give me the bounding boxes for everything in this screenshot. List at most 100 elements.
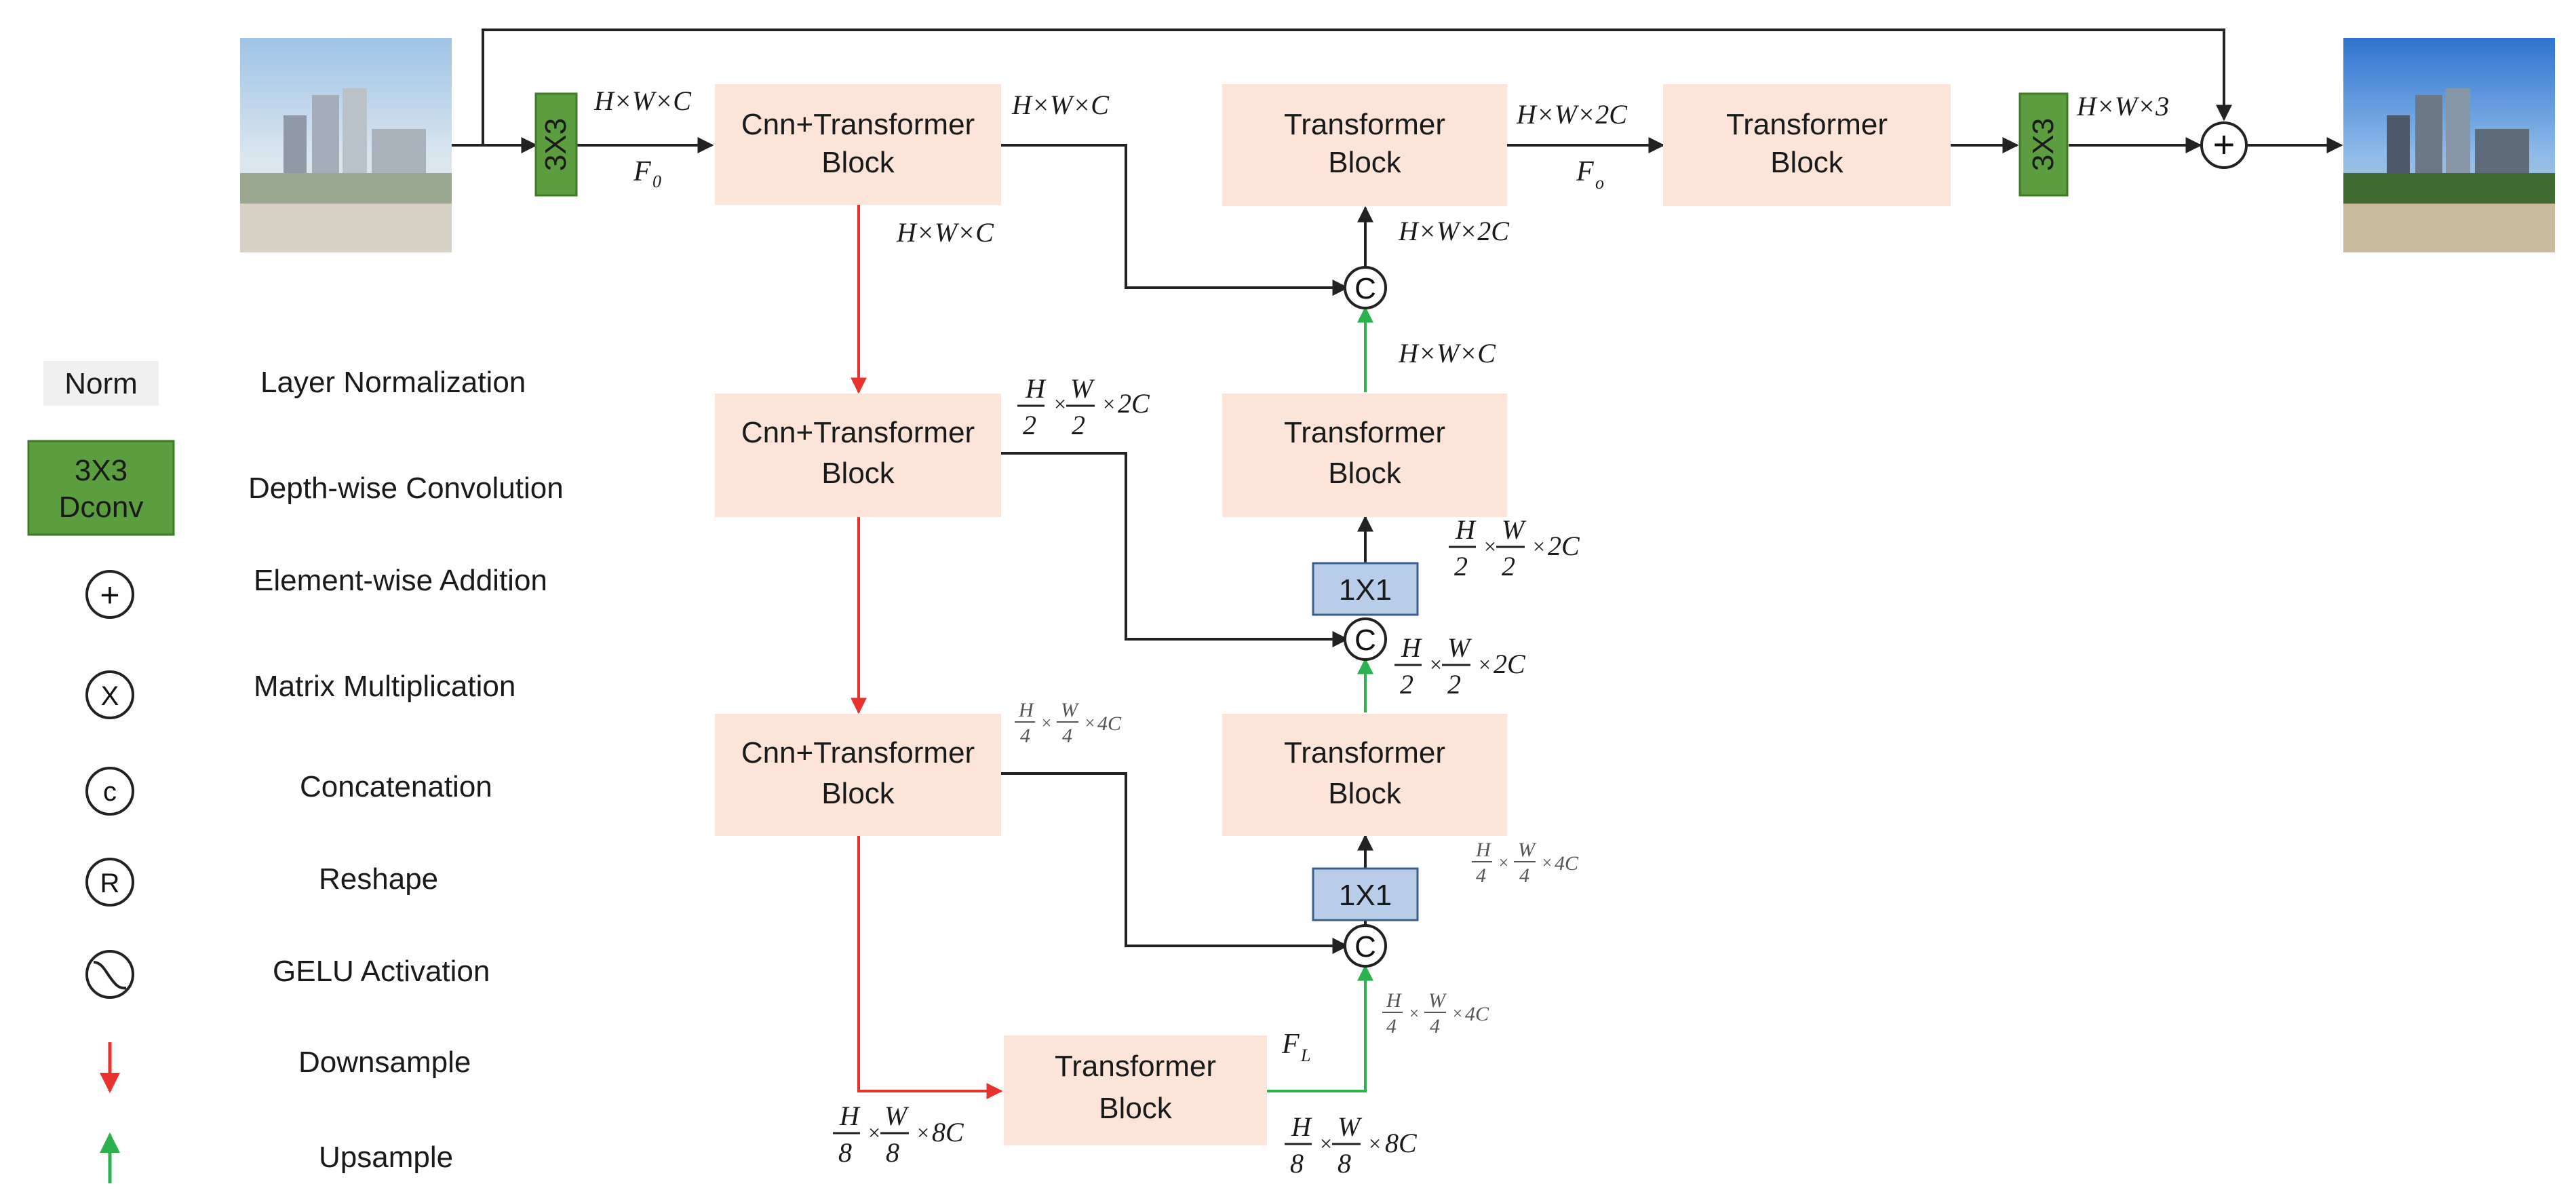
svg-text:4C: 4C (1555, 852, 1579, 875)
label-dec1-out: H×W×2C (1516, 99, 1628, 130)
concat-node-2-glyph: C (1354, 624, 1376, 657)
encoder-block-1: Cnn+Transformer Block (715, 84, 1001, 205)
svg-text:W: W (1447, 632, 1472, 663)
frac-enc3-right: H 4 × W 4 × 4C (1015, 699, 1122, 747)
decoder-block-3: Transformer Block (1222, 714, 1507, 836)
conv-1x1-3-label: 1X1 (1339, 879, 1392, 912)
bottleneck-block: Transformer Block (1004, 1035, 1267, 1145)
legend-dconv-symbol-1: 3X3 (75, 454, 128, 487)
encoder-block-3: Cnn+Transformer Block (715, 714, 1001, 836)
svg-text:H: H (1386, 989, 1403, 1012)
label-after-in-conv: H×W×C (593, 85, 692, 116)
svg-text:W: W (1518, 839, 1537, 861)
svg-text:2: 2 (1400, 669, 1413, 700)
frac-enc2-right: H 2 × W 2 × 2C (1017, 373, 1150, 440)
label-fo: F o (1576, 156, 1604, 193)
svg-text:0: 0 (652, 172, 661, 191)
decoder-block-1-line1: Transformer (1284, 108, 1445, 141)
svg-text:×: × (1053, 392, 1068, 416)
encoder-block-1-line1: Cnn+Transformer (741, 108, 975, 141)
svg-text:8: 8 (1338, 1148, 1351, 1179)
svg-text:W: W (1428, 989, 1447, 1012)
svg-text:2C: 2C (1548, 531, 1580, 561)
svg-text:H: H (1291, 1111, 1312, 1142)
legend-reshape-symbol: R (100, 869, 120, 898)
decoder-block-3-line2: Block (1328, 777, 1402, 810)
legend-dconv-symbol-2: Dconv (59, 491, 144, 524)
legend-down-label: Downsample (298, 1046, 471, 1079)
svg-text:2: 2 (1454, 551, 1468, 582)
svg-text:×: × (1101, 392, 1116, 416)
svg-text:2: 2 (1072, 410, 1085, 440)
svg-text:4: 4 (1020, 725, 1030, 747)
conv-1x1-2-label: 1X1 (1339, 573, 1392, 607)
refinement-block-line1: Transformer (1726, 108, 1888, 141)
decoder-block-2: Transformer Block (1222, 394, 1507, 517)
svg-text:8: 8 (886, 1137, 899, 1168)
conv-3x3-out: 3X3 (2018, 92, 2069, 197)
encoder-block-2: Cnn+Transformer Block (715, 394, 1001, 517)
conv-1x1-3: 1X1 (1312, 867, 1419, 921)
svg-text:×: × (1451, 1004, 1464, 1023)
decoder-block-3-line1: Transformer (1284, 736, 1445, 769)
svg-text:×: × (1040, 713, 1053, 733)
concat-node-2: C (1344, 617, 1387, 661)
svg-text:o: o (1595, 173, 1604, 193)
svg-text:2C: 2C (1118, 388, 1150, 419)
legend-reshape-label: Reshape (319, 862, 438, 896)
svg-text:×: × (1498, 853, 1510, 873)
legend-dconv-label: Depth-wise Convolution (248, 472, 564, 505)
svg-text:2: 2 (1023, 410, 1036, 440)
concat-node-1-glyph: C (1354, 272, 1376, 305)
label-dec2-out: H×W×C (1398, 338, 1496, 368)
svg-text:×: × (867, 1120, 882, 1145)
svg-text:H: H (1401, 632, 1422, 663)
svg-text:H: H (839, 1101, 861, 1131)
svg-text:L: L (1300, 1046, 1310, 1065)
connectors (452, 28, 2343, 1099)
svg-text:8C: 8C (932, 1117, 964, 1147)
svg-text:W: W (1338, 1111, 1363, 1142)
decoder-block-1-line2: Block (1328, 146, 1402, 179)
svg-text:4C: 4C (1465, 1003, 1489, 1025)
legend-matmul-label: Matrix Multiplication (254, 670, 515, 703)
svg-text:8C: 8C (1385, 1128, 1418, 1158)
legend-concat-symbol: c (103, 777, 117, 807)
encoder-block-1-line2: Block (821, 146, 895, 179)
frac-up-to-c3: H 4 × W 4 × 4C (1382, 989, 1489, 1037)
frac-c2-to-dec2: H 2 × W 2 × 2C (1394, 632, 1526, 700)
legend-matmul: X Matrix Multiplication (85, 670, 515, 719)
svg-text:4C: 4C (1097, 712, 1122, 735)
encoder-block-3-line1: Cnn+Transformer (741, 736, 975, 769)
svg-text:×: × (1084, 713, 1096, 733)
conv-3x3-in: 3X3 (534, 92, 578, 197)
svg-text:×: × (1541, 853, 1553, 873)
svg-text:H: H (1455, 514, 1477, 545)
svg-text:W: W (1502, 514, 1527, 545)
label-fl: F L (1281, 1029, 1310, 1065)
svg-text:×: × (1477, 652, 1492, 676)
concat-node-3: C (1344, 924, 1387, 968)
svg-text:×: × (1319, 1131, 1333, 1156)
label-final: H×W×3 (2076, 91, 2169, 121)
frac-c3-to-dec3: H 4 × W 4 × 4C (1472, 839, 1579, 887)
output-image (2343, 38, 2555, 252)
legend-norm-label: Layer Normalization (260, 366, 526, 399)
svg-text:W: W (884, 1101, 910, 1131)
svg-text:×: × (916, 1120, 931, 1145)
add-node-glyph: + (2213, 123, 2236, 166)
svg-text:F: F (1576, 156, 1594, 187)
legend-add-symbol: + (100, 576, 119, 614)
label-enc1-right: H×W×C (1011, 90, 1110, 120)
svg-text:4: 4 (1519, 864, 1529, 887)
bottleneck-block-line1: Transformer (1055, 1050, 1216, 1083)
svg-text:×: × (1531, 534, 1546, 558)
legend-norm-symbol: Norm (64, 367, 138, 400)
legend-up: Upsample (100, 1132, 453, 1183)
svg-text:×: × (1483, 534, 1498, 558)
svg-text:2C: 2C (1494, 649, 1526, 679)
legend-norm: Norm Layer Normalization (43, 361, 526, 406)
svg-text:×: × (1367, 1131, 1382, 1156)
legend-up-label: Upsample (319, 1141, 453, 1174)
